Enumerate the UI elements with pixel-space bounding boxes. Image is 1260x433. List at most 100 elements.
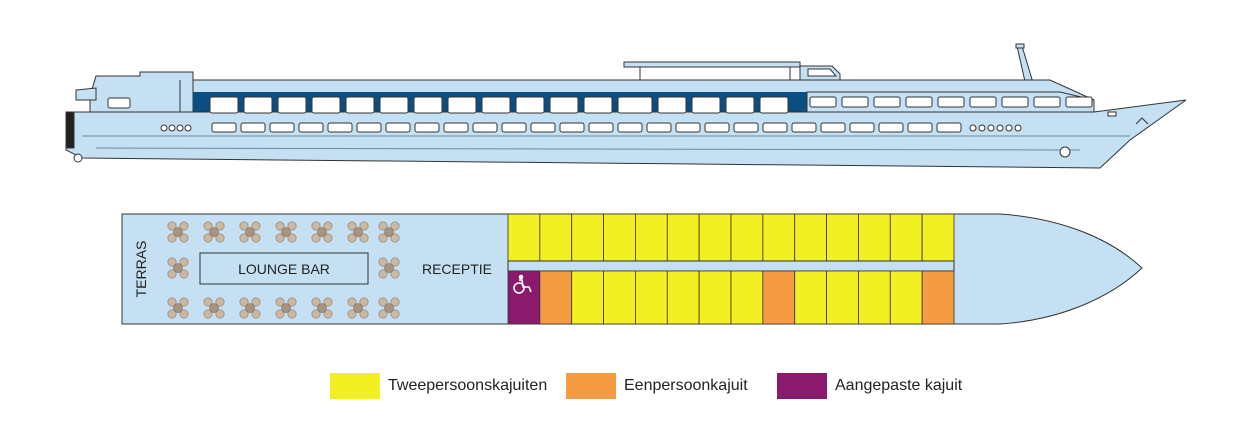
lower-window [356,122,382,133]
table-group [275,221,297,243]
lower-window [588,122,614,133]
table-group [378,297,400,319]
cabin-double [666,213,700,262]
lounge-bar-label: LOUNGE BAR [238,261,330,277]
upper-window [1033,96,1061,108]
corridor [507,260,955,272]
upper-window [209,96,239,114]
upper-window [243,96,273,114]
hull [65,99,1187,169]
bow-mast-top [1015,43,1025,49]
upper-window [937,96,965,108]
table-group [203,297,225,319]
aft-cabin [89,71,194,113]
sundeck-roof [623,61,801,68]
table-group [239,297,261,319]
cabin-double [889,213,923,262]
upper-window [413,96,443,114]
upper-windows [209,96,1093,114]
lower-window [820,122,846,133]
upper-window [515,96,545,114]
upper-window [691,96,721,114]
table-group [239,221,261,243]
table-group [378,257,400,279]
upper-window [841,96,869,108]
table-group [167,221,189,243]
cabin-double [794,213,827,262]
swatch-double [330,373,380,399]
cabin-double [539,213,573,262]
cabin-double [794,270,827,325]
cabin-double [698,213,732,262]
upper-window [583,96,613,114]
upper-window [873,96,901,108]
cabin-double [826,213,859,262]
cabin-single [762,270,796,325]
upper-window [481,96,511,114]
cabin-double [858,270,891,325]
table-group [203,221,225,243]
swatch-single [566,373,616,399]
upper-window [905,96,933,108]
upper-window [657,96,687,114]
lower-window [327,122,353,133]
upper-window [379,96,409,114]
lounge-bar-box [199,252,369,285]
lower-window [385,122,411,133]
upper-window [725,96,755,114]
cabin-row-top [507,213,955,262]
upper-window [447,96,477,114]
cabin-double [762,213,796,262]
upper-window [277,96,307,114]
lower-window [762,122,788,133]
lower-window [907,122,933,133]
cabin-double [858,213,891,262]
cabin-double [730,270,764,325]
cabin-double [889,270,923,325]
cabin-double [603,270,636,325]
cabin-double [571,270,604,325]
lower-window [704,122,730,133]
lower-window [472,122,498,133]
ship-side-view [65,43,1187,169]
upper-window [617,96,653,114]
lower-window [501,122,527,133]
lower-window [733,122,759,133]
table-group [378,221,400,243]
lower-window [936,122,962,133]
lower-windows [211,122,962,133]
cabin-double [635,270,668,325]
legend-item-double: Tweepersoonskajuiten [330,373,547,399]
lower-window [443,122,469,133]
lower-window [791,122,817,133]
lower-window [298,122,324,133]
cabin-double [826,270,859,325]
cabin-single [921,270,955,325]
table-group [167,257,189,279]
cabin-double [635,213,668,262]
seating-groups [167,221,400,319]
cabin-single [539,270,573,325]
lower-window [211,122,237,133]
table-group [347,221,369,243]
upper-window [759,96,789,114]
terras-label: TERRAS [133,241,149,298]
cabin-double [698,270,732,325]
upper-window [345,96,375,114]
upper-window [1065,96,1093,108]
legend-label-double: Tweepersoonskajuiten [388,377,548,394]
portholes-aft [160,124,192,132]
lower-window [617,122,643,133]
portholes-bow [969,124,1022,132]
swatch-accessible [777,373,827,399]
lower-window [414,122,440,133]
cabin-accessible [507,270,541,325]
upper-window [311,96,341,114]
lower-window [269,122,295,133]
cabin-row-bottom [507,270,955,325]
upper-window [809,96,837,108]
legend-label-accessible: Aangepaste kajuit [835,377,963,394]
cabin-double [571,213,604,262]
lower-window [675,122,701,133]
